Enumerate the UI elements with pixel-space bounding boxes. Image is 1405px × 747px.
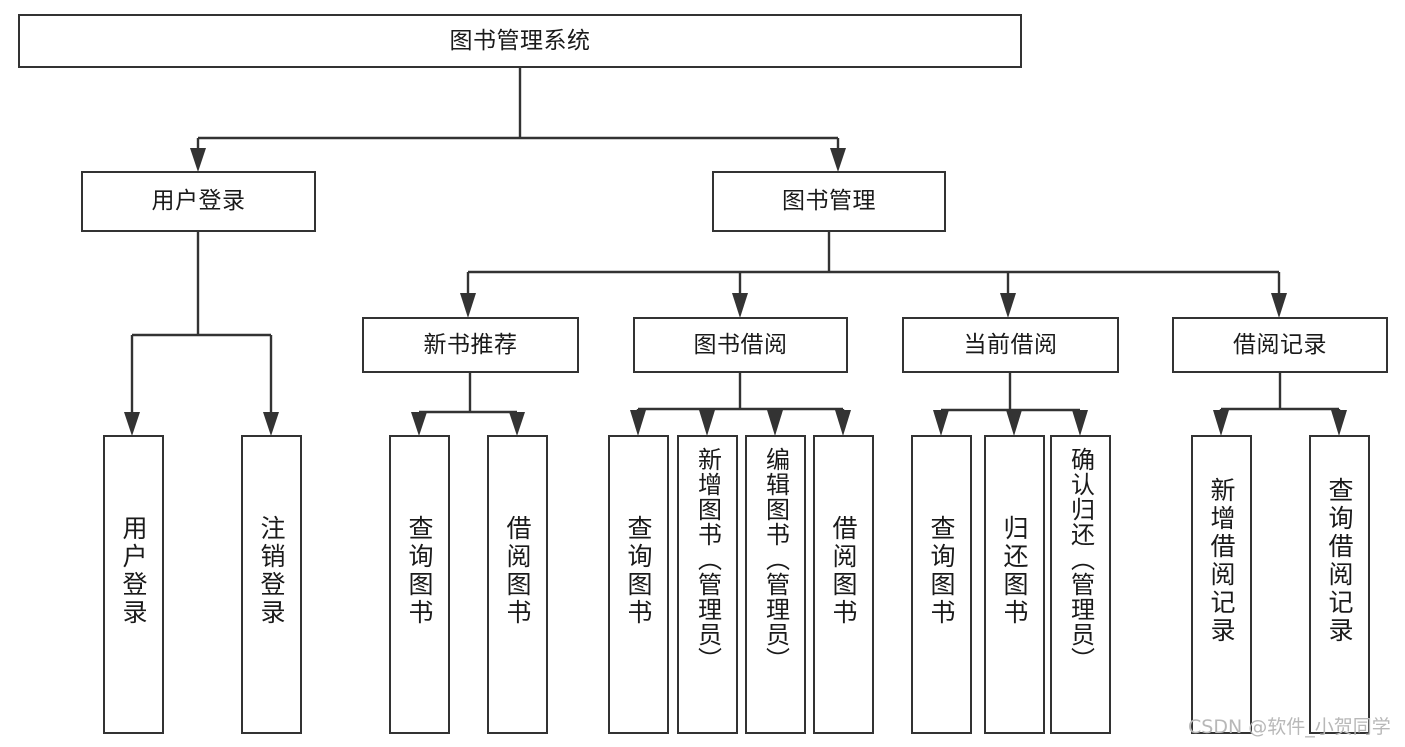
arrowhead-login-l2 — [263, 412, 279, 436]
node-current-borrow-label: 当前借阅 — [963, 331, 1058, 358]
leaf-add-book-admin-label: 新增图书（管理员） — [693, 447, 722, 672]
leaf-add-book-admin[interactable]: 新增图书（管理员） — [677, 435, 738, 734]
arrowheads — [124, 148, 1347, 436]
leaf-query-book-newbook-label: 查询图书 — [405, 515, 434, 627]
arrowhead-record-l2 — [1331, 410, 1347, 436]
arrowhead-borrow-l2 — [699, 410, 715, 436]
node-current-borrow[interactable]: 当前借阅 — [902, 317, 1119, 373]
leaf-query-borrow-record-label: 查询借阅记录 — [1325, 477, 1354, 645]
node-borrow-record[interactable]: 借阅记录 — [1172, 317, 1388, 373]
leaf-borrow-book-borrow-label: 借阅图书 — [829, 515, 858, 627]
leaf-query-book-borrow[interactable]: 查询图书 — [608, 435, 669, 734]
arrowhead-current-l2 — [1006, 410, 1022, 436]
arrowhead-borrow-l4 — [835, 410, 851, 436]
arrowhead-c4 — [1271, 293, 1287, 318]
leaf-user-login[interactable]: 用户登录 — [103, 435, 164, 734]
node-new-book-recommend-label: 新书推荐 — [423, 331, 518, 358]
leaf-query-borrow-record[interactable]: 查询借阅记录 — [1309, 435, 1370, 734]
node-book-management-label: 图书管理 — [782, 188, 876, 215]
leaf-borrow-book-borrow[interactable]: 借阅图书 — [813, 435, 874, 734]
leaf-query-book-current-label: 查询图书 — [927, 515, 956, 627]
arrowhead-newbook-l1 — [411, 412, 427, 436]
leaf-query-book-borrow-label: 查询图书 — [624, 515, 653, 627]
leaf-edit-book-admin-label: 编辑图书（管理员） — [761, 447, 790, 672]
node-book-management[interactable]: 图书管理 — [712, 171, 946, 232]
leaf-query-book-newbook[interactable]: 查询图书 — [389, 435, 450, 734]
arrowhead-to-books — [830, 148, 846, 172]
leaf-edit-book-admin[interactable]: 编辑图书（管理员） — [745, 435, 806, 734]
arrowhead-record-l1 — [1213, 410, 1229, 436]
node-book-borrow-label: 图书借阅 — [693, 331, 788, 358]
arrowhead-borrow-l3 — [767, 410, 783, 436]
node-book-borrow[interactable]: 图书借阅 — [633, 317, 848, 373]
arrowhead-to-login — [190, 148, 206, 172]
arrowhead-c2 — [732, 293, 748, 318]
arrowhead-login-l1 — [124, 412, 140, 436]
leaf-borrow-book-newbook[interactable]: 借阅图书 — [487, 435, 548, 734]
leaf-return-book[interactable]: 归还图书 — [984, 435, 1045, 734]
node-root[interactable]: 图书管理系统 — [18, 14, 1022, 68]
leaf-add-borrow-record-label: 新增借阅记录 — [1207, 477, 1236, 645]
arrowhead-current-l3 — [1072, 410, 1088, 436]
leaf-borrow-book-newbook-label: 借阅图书 — [503, 515, 532, 627]
leaf-return-book-label: 归还图书 — [1000, 515, 1029, 627]
arrowhead-c3 — [1000, 293, 1016, 318]
leaf-logout[interactable]: 注销登录 — [241, 435, 302, 734]
leaf-query-book-current[interactable]: 查询图书 — [911, 435, 972, 734]
leaf-logout-label: 注销登录 — [257, 515, 286, 627]
leaf-confirm-return-admin[interactable]: 确认归还（管理员） — [1050, 435, 1111, 734]
node-root-label: 图书管理系统 — [449, 27, 591, 54]
node-new-book-recommend[interactable]: 新书推荐 — [362, 317, 579, 373]
leaf-user-login-label: 用户登录 — [119, 515, 148, 627]
node-borrow-record-label: 借阅记录 — [1233, 331, 1327, 358]
node-user-login-label: 用户登录 — [151, 188, 246, 215]
arrowhead-newbook-l2 — [509, 412, 525, 436]
leaf-add-borrow-record[interactable]: 新增借阅记录 — [1191, 435, 1252, 734]
arrowhead-current-l1 — [933, 410, 949, 436]
leaf-confirm-return-admin-label: 确认归还（管理员） — [1066, 447, 1095, 672]
arrowhead-c1 — [460, 293, 476, 318]
arrowhead-borrow-l1 — [630, 410, 646, 436]
node-user-login[interactable]: 用户登录 — [81, 171, 316, 232]
